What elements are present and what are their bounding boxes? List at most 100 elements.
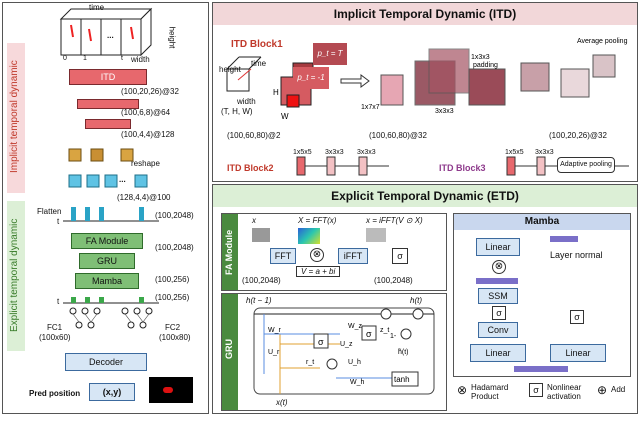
hadamard-fa: ⊗ [310,248,324,262]
gru-box: GRU h(t − 1) h(t) x(t) σ σ tanh W_z U_z … [221,293,447,411]
itd-block3-label: ITD Block3 [439,163,486,173]
implicit-side-band [7,43,25,193]
etd-title: Explicit Temporal Dynamic (ETD) [331,189,519,203]
itd-panel: Implicit Temporal Dynamic (ITD) ITD Bloc… [212,2,638,182]
mamba-norm-1 [476,278,518,284]
fa-ifft-eq: x = iFFT(V ⊙ X) [366,216,423,225]
itd-axis-height: height [219,65,241,74]
layer-normal-label: Layer normal [550,250,603,260]
itd-b2-k3: 3x3x3 [357,149,376,156]
legend-add-icon: ⊕ [597,383,608,397]
conv-block-2 [85,119,131,129]
mamba-output-bars [63,297,159,304]
reshape-label: reshape [131,159,160,168]
feature-cubes [68,148,148,188]
itd-axis-tuple: (T, H, W) [221,107,253,116]
mamba-conv: Conv [478,322,518,338]
mamba-linear-right: Linear [550,344,606,362]
p-t-neg-box: p_t = -1 [293,67,329,89]
mamba-block: Mamba [75,273,139,289]
itd-block2-diagram [296,156,389,176]
shape-1: (100,20,26)@32 [121,87,179,96]
decoder-block: Decoder [65,353,147,371]
itd-shape-in: (100,60,80)@2 [227,131,281,140]
layer-normal-swatch [550,236,578,242]
fft-box: FFT [270,248,296,264]
fa-side-label: FA Module [224,229,234,275]
gru-wz: W_z [348,323,363,330]
gru-side-band [222,294,238,410]
p-t-T-box: p_t = T [313,43,347,65]
itd-b2-k1: 1x5x5 [293,149,312,156]
fa-input-image [252,228,270,242]
etd-panel: Explicit Temporal Dynamic (ETD) FA Modul… [212,184,638,414]
etd-title-band: Explicit Temporal Dynamic (ETD) [213,185,637,207]
fc2-label: FC2 [165,323,181,332]
mamba-sigma-1: σ [492,306,506,320]
axis-time-label: time [89,3,105,12]
itd-block2-label: ITD Block2 [227,163,274,173]
itd-avg-pool: Average pooling [577,38,628,45]
tick-0: 0 [63,55,67,62]
shape-4: (128,4,4)@100 [117,193,171,202]
gru-uh: U_h [348,359,361,366]
mamba-norm-2 [514,366,568,372]
shape-6: (100,2048) [155,243,194,252]
fc2-dim: (100x80) [159,333,191,342]
hadamard-mamba: ⊗ [492,260,506,274]
legend-hadamard: Hadamard Product [471,383,509,401]
fa-dim-out: (100,2048) [374,276,413,285]
axis-height-label: height [167,26,177,49]
legend-sigma-icon: σ [529,383,543,397]
itd-axis-time: time [251,59,267,68]
gru-x-t: x(t) [276,398,288,407]
gru-wr: W_r [268,327,282,334]
itd-b3-k2: 3x3x3 [535,149,554,156]
brain-map-image [149,377,193,403]
shape-8: (100,256) [155,293,190,302]
itd-block1-diagram: H W T 1x7x7 padding 1x3x3 3x3x3 Average … [226,38,628,121]
gru-h-prev: h(t − 1) [246,296,272,305]
tick-t: t [121,55,123,62]
gru-wh: W_h [350,379,365,386]
gru-one-minus: 1- [390,333,397,340]
input-frames [59,7,153,57]
axis-width-label: width [131,55,150,64]
itd-title: Implicit Temporal Dynamic (ITD) [333,7,517,21]
itd-shape-mid: (100,60,80)@32 [369,131,427,140]
frames-dots: ... [107,31,114,40]
legend-hadamard-icon: ⊗ [457,383,468,397]
mamba-ssm: SSM [478,288,518,304]
itd-padding-k: 1x3x3 [471,54,490,61]
gru-zt: z_t [380,327,389,334]
itd-kernel-1: 1x7x7 [361,104,380,111]
xy-output: (x,y) [89,383,135,401]
legend-nonlinear: Nonlinear activation [547,383,582,401]
itd-block: ITD [69,69,147,85]
shape-7: (100,256) [155,275,190,284]
t-mark-2: t [57,297,60,306]
itd-axis-W: W [281,112,289,121]
itd-b2-k2: 3x3x3 [325,149,344,156]
shape-2: (100,6,8)@64 [121,108,171,117]
gru-block: GRU [79,253,135,269]
gru-side-label: GRU [224,339,234,359]
legend-add: Add [611,385,626,394]
gru-h-t: h(t) [410,296,422,305]
itd-axis-width: width [237,97,256,106]
fc-networks [69,307,153,329]
cube-dots: ... [119,175,126,184]
flatten-label: Flatten [37,207,62,216]
flatten-bars [63,207,159,222]
svg-text:σ: σ [318,337,324,347]
gru-diagram: σ σ tanh W_z U_z W_r U_r W_h U_h z_t r_t… [253,307,435,395]
shape-5: (100,2048) [155,211,194,220]
gru-uz: U_z [340,341,353,348]
gru-rt: r_t [306,359,314,366]
gru-h-tilde: h̃(t) [398,349,409,356]
fa-module-box: FA Module x X = FFT(x) x = iFFT(V ⊙ X) F… [221,213,447,291]
mamba-title: Mamba [524,216,560,227]
itd-axis-H: H [273,88,279,97]
fa-dim-in: (100,2048) [242,276,281,285]
left-panel: time height width 0 1 t ... ITD (100,20,… [2,2,209,414]
